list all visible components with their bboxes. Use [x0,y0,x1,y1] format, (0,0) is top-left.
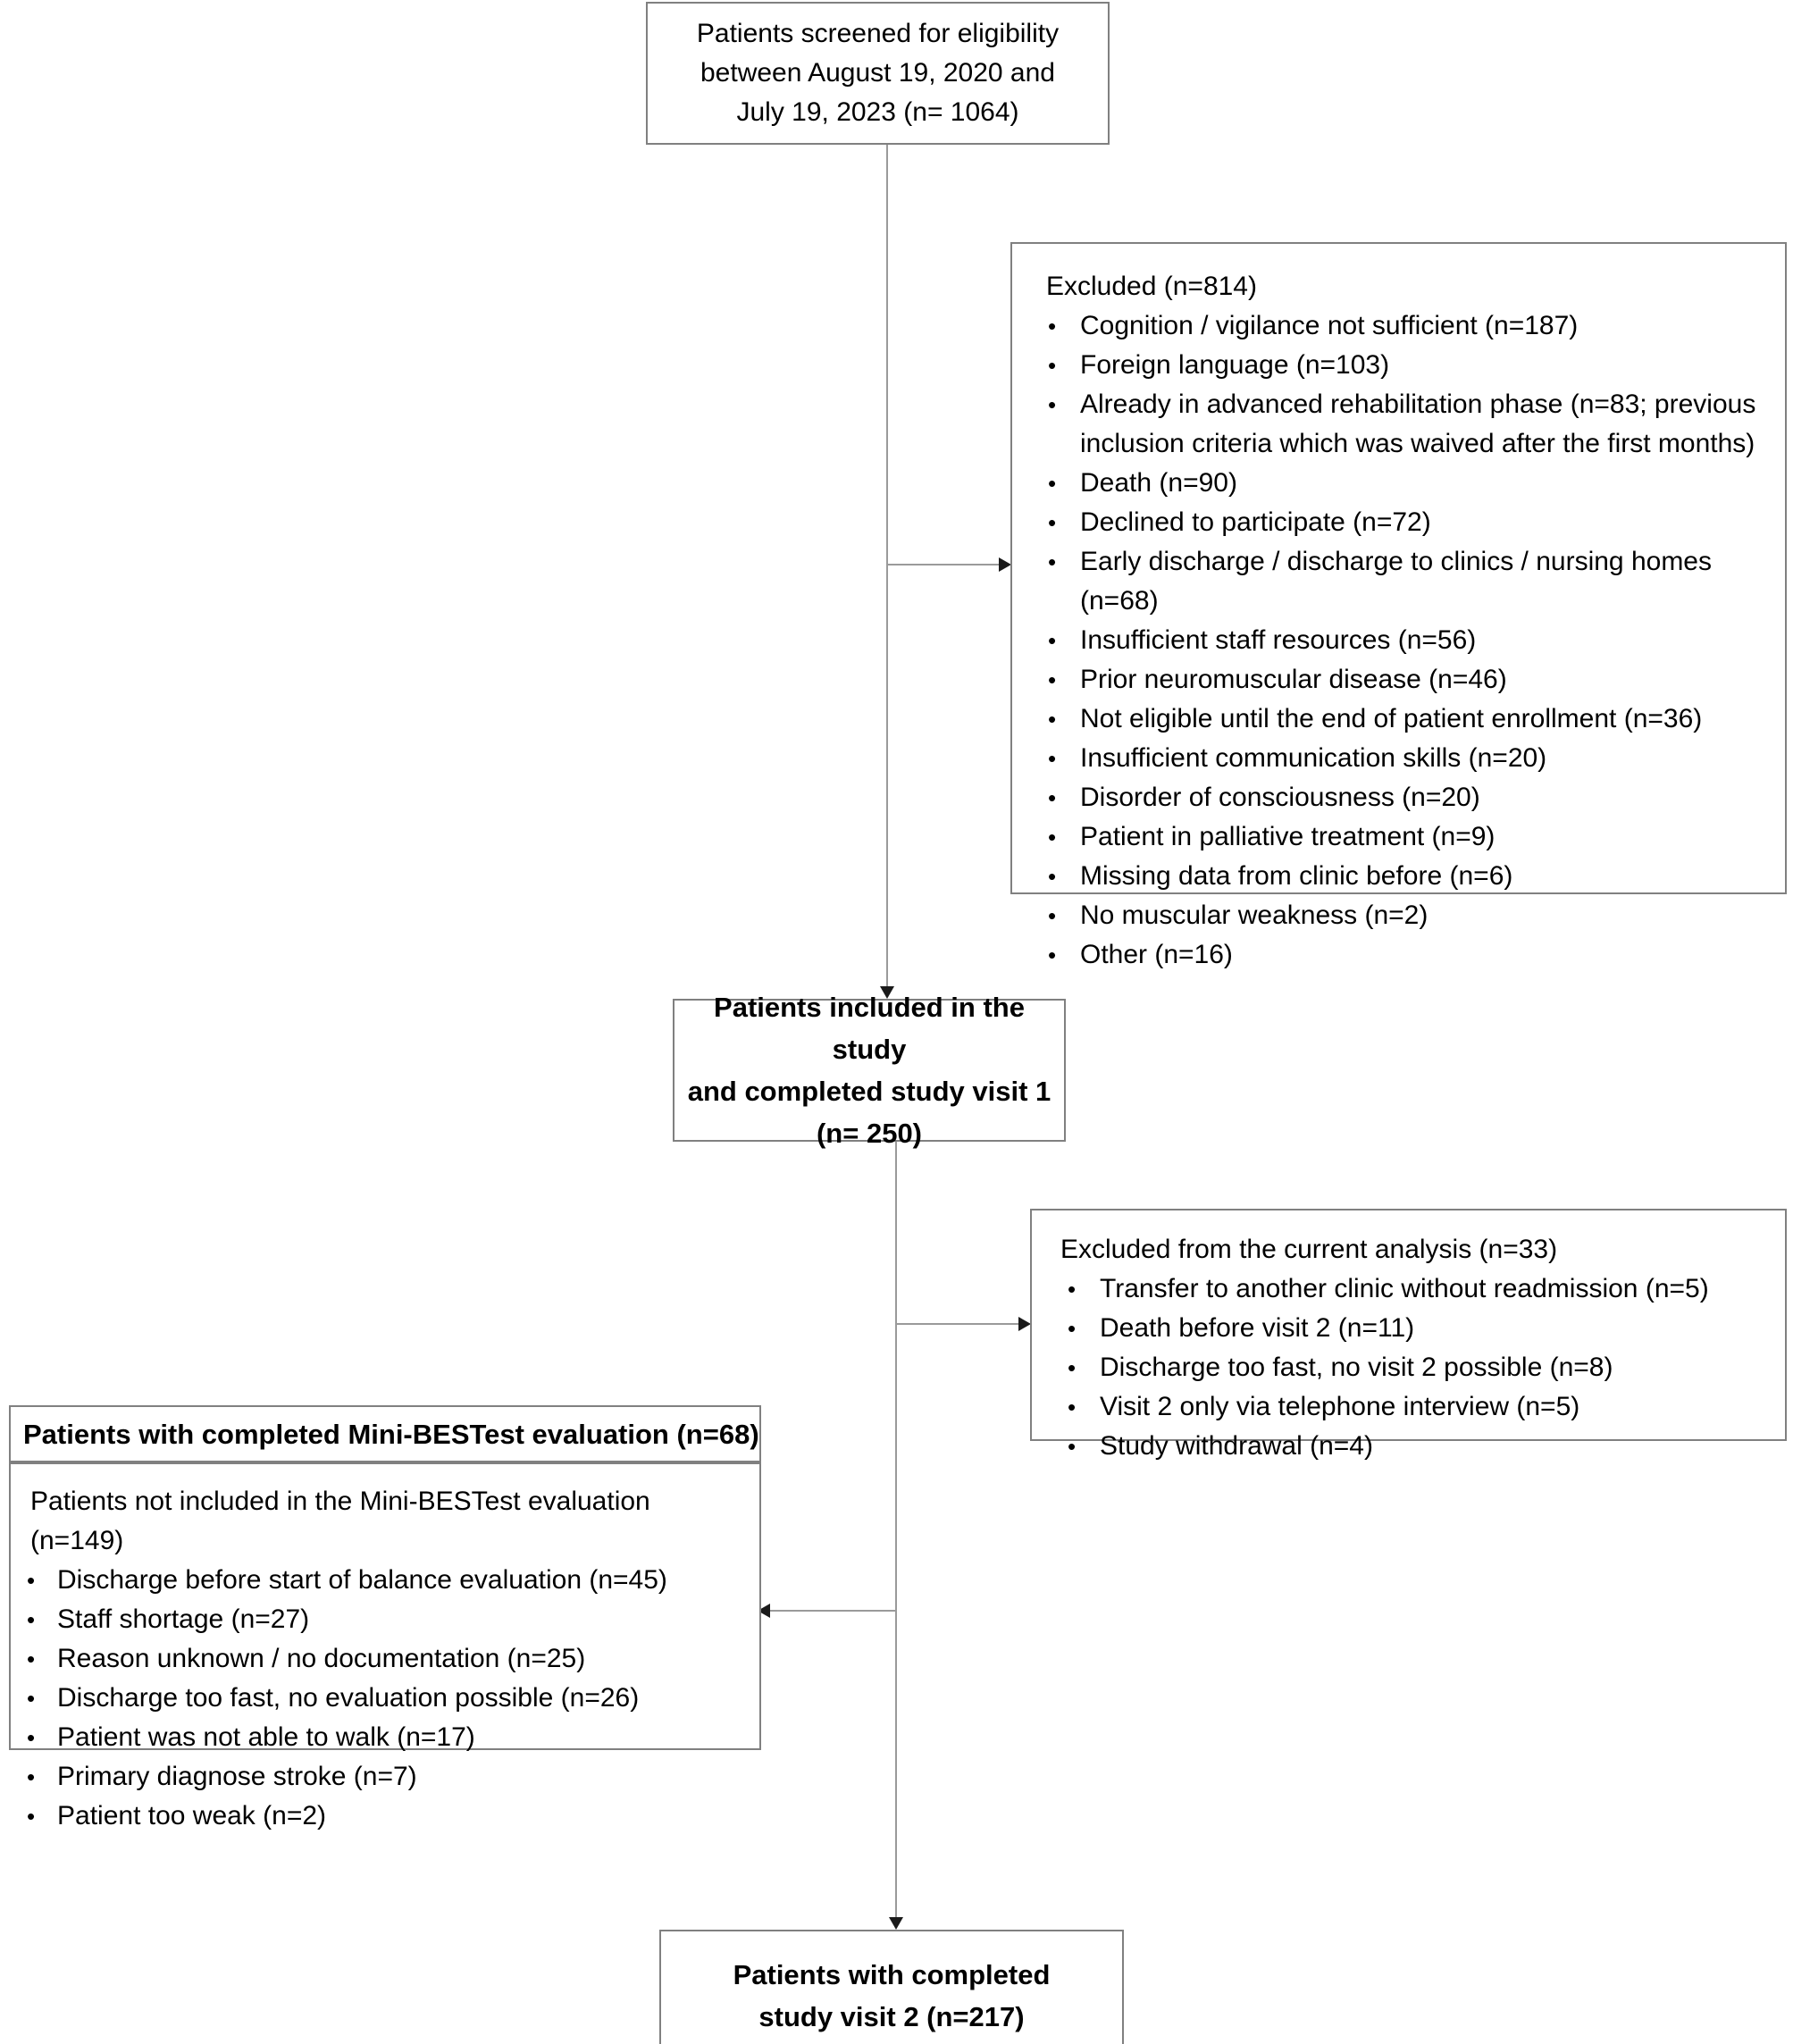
list-item: Primary diagnose stroke (n=7) [20,1757,750,1797]
list-item: Patient too weak (n=2) [20,1797,750,1836]
excluded-screening-list: Cognition / vigilance not sufficient (n=… [1030,306,1767,975]
node-included-visit-1: Patients included in the study and compl… [673,992,1066,1149]
minibestest-subheading: Patients not included in the Mini-BESTes… [30,1487,650,1555]
list-item: Transfer to another clinic without readm… [1050,1269,1767,1309]
list-item: Death before visit 2 (n=11) [1050,1309,1767,1348]
connector-to-minibestest [769,1610,897,1612]
list-item: Insufficient staff resources (n=56) [1030,621,1767,660]
list-item: Foreign language (n=103) [1030,346,1767,385]
node-patients-screened: Patients screened for eligibility betwee… [646,2,1110,145]
list-item: Missing data from clinic before (n=6) [1030,857,1767,896]
list-item: Early discharge / discharge to clinics /… [1030,542,1767,621]
included-visit-1-line-2: and completed study visit 1 [687,1076,1052,1107]
completed-visit-2-line-2: study visit 2 (n=217) [758,2001,1025,2032]
node-completed-visit-2: Patients with completed study visit 2 (n… [659,1930,1124,2044]
minibestest-exclusion-list: Discharge before start of balance evalua… [20,1561,750,1836]
included-visit-1-line-1: Patients included in the study [714,992,1025,1065]
list-item: Discharge before start of balance evalua… [20,1561,750,1600]
excluded-screening-heading: Excluded (n=814) [1046,272,1257,301]
node-minibestest-header: Patients with completed Mini-BESTest eva… [9,1405,761,1462]
excluded-analysis-list: Transfer to another clinic without readm… [1050,1269,1767,1466]
list-item: Death (n=90) [1030,464,1767,503]
node-minibestest-exclusions: Patients not included in the Mini-BESTes… [9,1462,761,1836]
list-item: Prior neuromuscular disease (n=46) [1030,660,1767,699]
excluded-analysis-heading: Excluded from the current analysis (n=33… [1060,1235,1558,1264]
list-item: Reason unknown / no documentation (n=25) [20,1639,750,1679]
list-item: No muscular weakness (n=2) [1030,896,1767,935]
node-patients-screened-line-1: Patients screened for eligibility [696,19,1060,48]
list-item: Disorder of consciousness (n=20) [1030,778,1767,817]
connector-screened-to-included [886,145,888,988]
included-visit-1-line-3: (n= 250) [816,1118,923,1149]
connector-to-excluded-1 [886,564,1001,565]
list-item: Visit 2 only via telephone interview (n=… [1050,1387,1767,1427]
list-item: Discharge too fast, no visit 2 possible … [1050,1348,1767,1387]
list-item: Cognition / vigilance not sufficient (n=… [1030,306,1767,346]
list-item: Not eligible until the end of patient en… [1030,699,1767,739]
list-item: Already in advanced rehabilitation phase… [1030,385,1767,464]
list-item: Discharge too fast, no evaluation possib… [20,1679,750,1718]
node-excluded-screening: Excluded (n=814) Cognition / vigilance n… [1010,242,1787,975]
connector-included-to-visit-2 [895,1142,897,1919]
arrow-into-excluded-2 [1018,1317,1031,1331]
list-item: Other (n=16) [1030,935,1767,975]
list-item: Patient was not able to walk (n=17) [20,1718,750,1757]
list-item: Staff shortage (n=27) [20,1600,750,1639]
node-patients-screened-line-2: between August 19, 2020 and [700,58,1055,88]
list-item: Study withdrawal (n=4) [1050,1427,1767,1466]
list-item: Patient in palliative treatment (n=9) [1030,817,1767,857]
arrow-into-visit-2-box [889,1917,903,1930]
list-item: Declined to participate (n=72) [1030,503,1767,542]
arrow-into-included-box [880,986,894,999]
completed-visit-2-line-1: Patients with completed [733,1959,1051,1990]
node-excluded-analysis: Excluded from the current analysis (n=33… [1030,1209,1787,1466]
arrow-into-excluded-1 [999,557,1011,572]
list-item: Insufficient communication skills (n=20) [1030,739,1767,778]
node-patients-screened-line-3: July 19, 2023 (n= 1064) [736,97,1019,127]
minibestest-header-label: Patients with completed Mini-BESTest eva… [23,1418,759,1450]
connector-to-excluded-2 [895,1323,1020,1325]
